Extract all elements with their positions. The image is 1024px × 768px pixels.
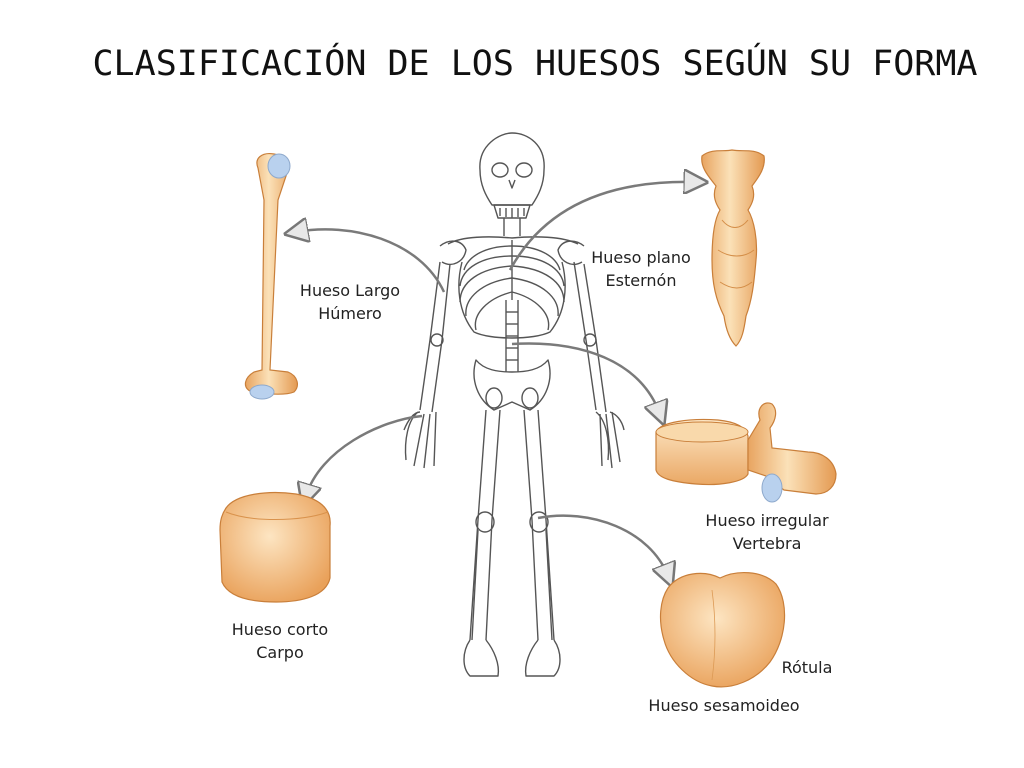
patella-illustration xyxy=(659,572,786,688)
irregular-bone-example: Vertebra xyxy=(732,534,802,553)
slide-title: CLASIFICACIÓN DE LOS HUESOS SEGÚN SU FOR… xyxy=(92,44,978,84)
label-sesamoid-bone: Hueso sesamoideo xyxy=(648,696,800,715)
arrow-to-humerus xyxy=(296,229,446,293)
label-short-bone: Hueso corto Carpo xyxy=(222,618,338,664)
arrow-to-vertebra xyxy=(511,342,660,414)
short-bone-example: Carpo xyxy=(256,643,304,662)
arrow-to-sternum xyxy=(508,182,696,271)
arrow-to-carpal xyxy=(306,414,423,496)
sternum-illustration xyxy=(701,149,765,347)
arrow-to-patella xyxy=(537,514,668,576)
short-bone-type: Hueso corto xyxy=(231,620,329,639)
label-patella-name: Rótula xyxy=(781,658,833,677)
arrows xyxy=(296,182,696,576)
vertebra-illustration xyxy=(655,402,837,503)
label-long-bone: Hueso Largo Húmero xyxy=(290,279,410,325)
label-flat-bone: Hueso plano Esternón xyxy=(586,246,696,292)
flat-bone-example: Esternón xyxy=(605,271,677,290)
flat-bone-type: Hueso plano xyxy=(591,248,691,267)
long-bone-type: Hueso Largo xyxy=(299,281,401,300)
carpal-illustration xyxy=(219,491,331,603)
irregular-bone-type: Hueso irregular xyxy=(705,511,829,530)
skeleton-figure xyxy=(403,132,625,677)
long-bone-example: Húmero xyxy=(318,304,382,323)
humerus-illustration xyxy=(244,153,298,400)
label-irregular-bone: Hueso irregular Vertebra xyxy=(692,509,842,555)
